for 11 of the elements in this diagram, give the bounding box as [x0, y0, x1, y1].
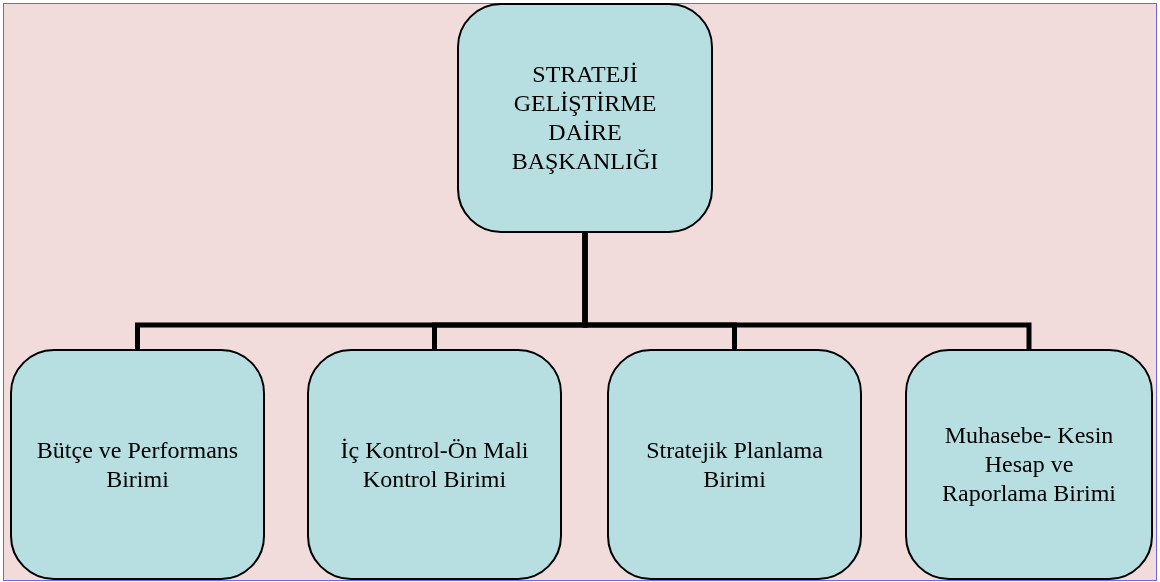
unit-label: Muhasebe- Kesin Hesap ve Raporlama Birimi: [941, 421, 1117, 508]
connector-line: [582, 230, 1032, 352]
unit-box: [457, 3, 713, 233]
unit-label: İç Kontrol-Ön Mali Kontrol Birimi: [339, 435, 530, 494]
unit-label: Stratejik Planlama Birimi: [645, 435, 824, 494]
unit-label: Bütçe ve Performans Birimi: [36, 435, 239, 494]
unit-box: [307, 349, 562, 580]
unit-label: STRATEJİ GELİŞTİRME DAİRE BAŞKANLIĞI: [510, 60, 660, 176]
unit-box: [905, 349, 1153, 580]
unit-box: [10, 349, 265, 580]
unit-box: [607, 349, 862, 580]
